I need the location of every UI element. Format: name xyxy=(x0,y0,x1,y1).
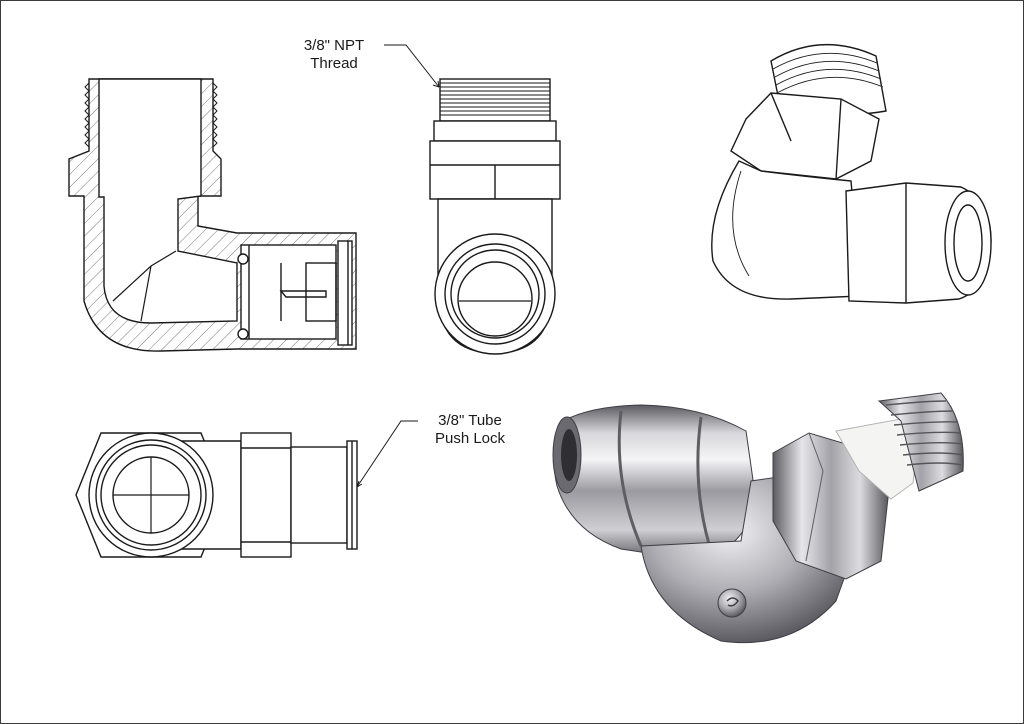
section-bore xyxy=(98,78,238,324)
tube-push-lock-callout: 3/8" Tube Push Lock xyxy=(420,412,520,448)
npt-callout-line1: 3/8" NPT xyxy=(303,37,365,54)
iso-body xyxy=(711,160,862,300)
npt-leader xyxy=(384,44,440,88)
thread-teeth xyxy=(84,82,218,148)
photo-pin xyxy=(717,588,747,618)
iso-hex xyxy=(730,92,880,180)
tube-callout-line1: 3/8" Tube xyxy=(438,412,502,429)
front-thread-lines xyxy=(440,82,550,116)
photo-barrel xyxy=(553,404,757,562)
product-photo xyxy=(552,392,964,644)
o-ring-bottom xyxy=(237,328,249,340)
bottom-collet xyxy=(240,432,292,558)
section-view xyxy=(68,78,357,352)
front-view xyxy=(429,78,561,355)
front-thread xyxy=(439,78,551,122)
section-collet xyxy=(240,244,337,340)
npt-callout-line2: Thread xyxy=(310,55,358,72)
tube-leader xyxy=(356,420,418,488)
tube-callout-line2: Push Lock xyxy=(434,430,506,447)
front-port-inner xyxy=(457,261,533,337)
o-ring-top xyxy=(237,253,249,265)
section-cone xyxy=(112,250,177,322)
isometric-view xyxy=(711,43,992,304)
leader-lines xyxy=(356,44,440,488)
bottom-view xyxy=(75,432,358,558)
photo-thread xyxy=(877,392,964,492)
npt-thread-callout: 3/8" NPT Thread xyxy=(284,37,384,73)
